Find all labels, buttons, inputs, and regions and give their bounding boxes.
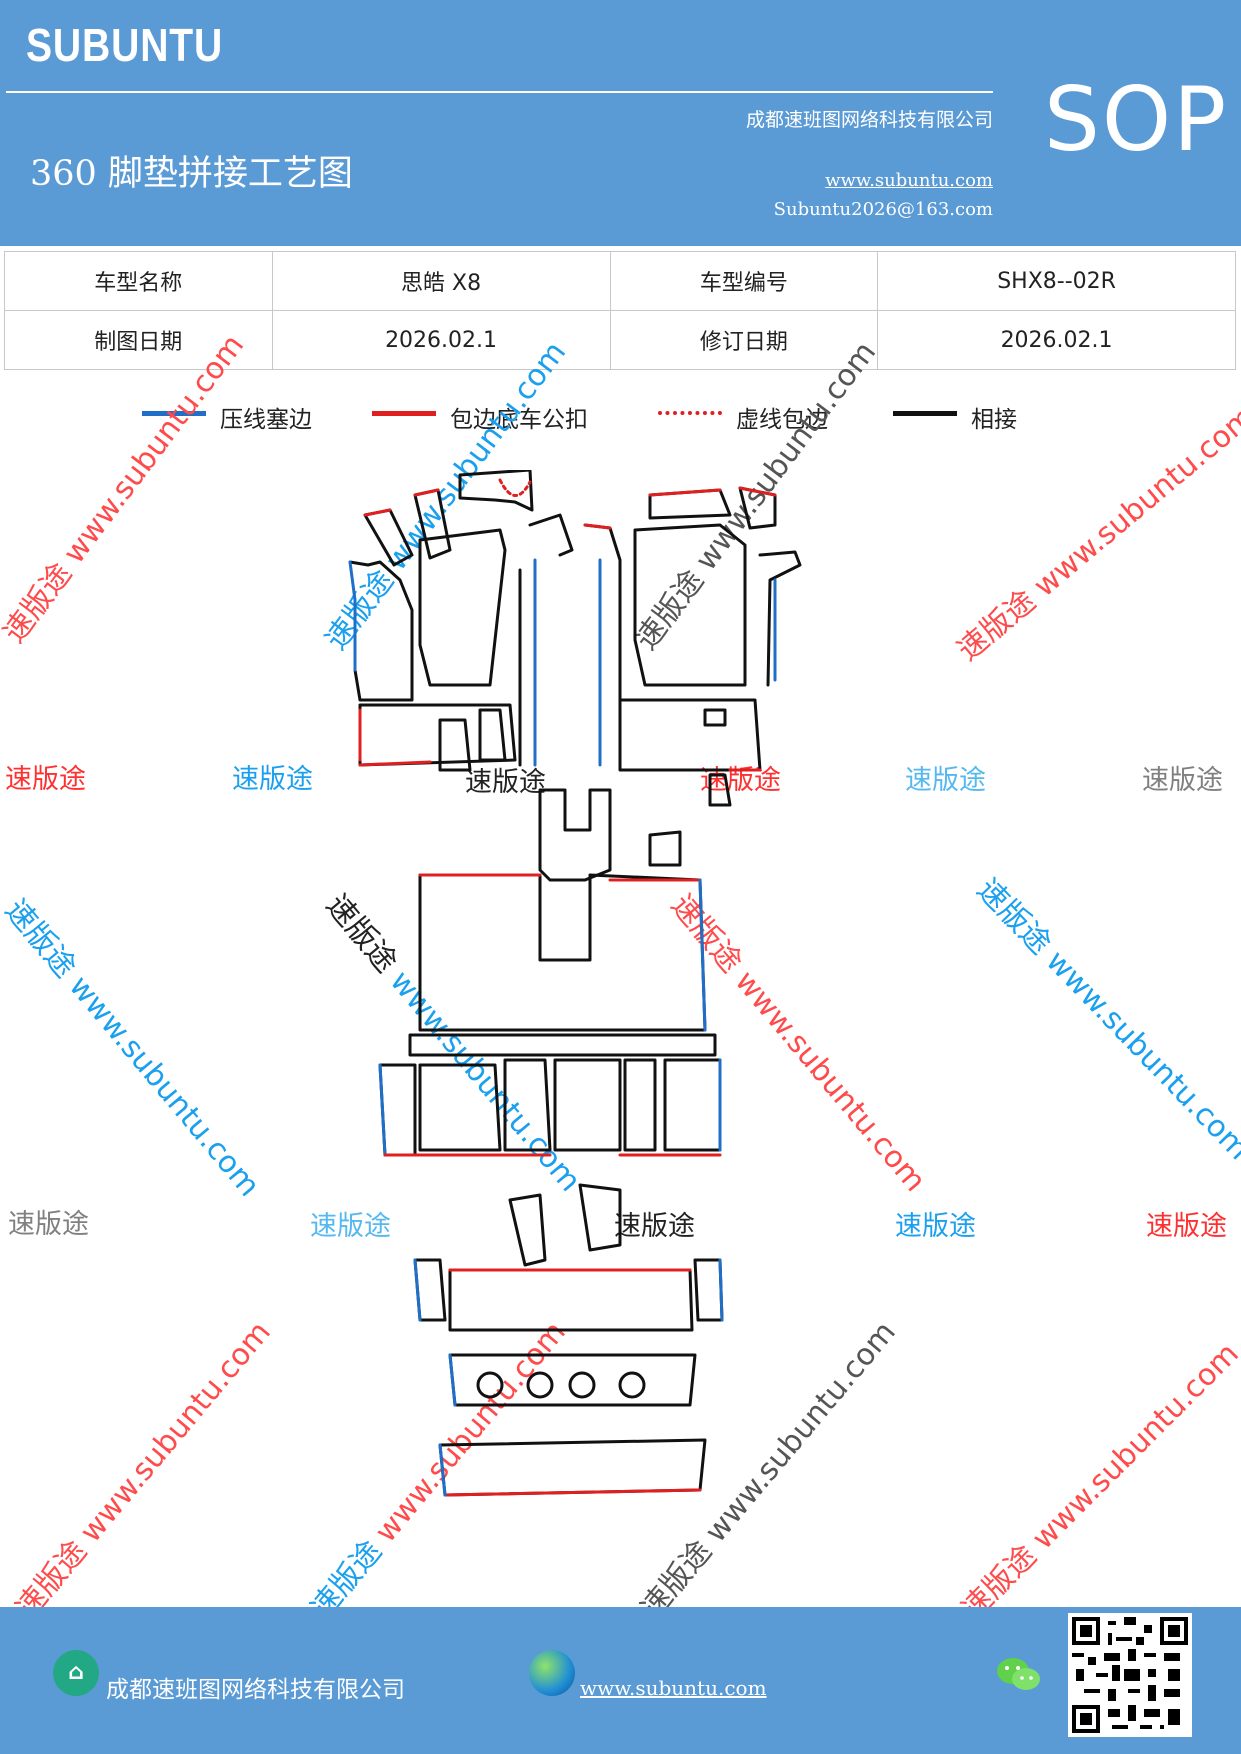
model-name-value: 思皓 X8 [271,251,611,311]
legend-swatch [893,411,957,416]
qr-code-graphic [1072,1617,1188,1733]
watermark-text: 速版途 [5,764,86,795]
legend-swatch [658,411,722,415]
drawing-date-label: 制图日期 [4,310,273,370]
legend-swatch [372,411,436,416]
globe-icon [529,1650,575,1696]
model-code-value: SHX8--02R [877,251,1236,311]
watermark-text: 速版途 [614,1211,695,1242]
model-code-label: 车型编号 [609,251,879,311]
legend-label: 相接 [971,407,1017,433]
info-table: 车型名称 思皓 X8 车型编号 SHX8--02R 制图日期 2026.02.1… [4,251,1236,370]
watermark-text: 速版途 [232,764,313,795]
legend-label: 压线塞边 [220,407,312,433]
watermark-diagonal: 速版途 www.subuntu.com [969,872,1241,1168]
footer-company: 成都速班图网络科技有限公司 [106,1677,405,1703]
wechat-icon[interactable] [996,1655,1042,1695]
floor-mat-diagram [348,470,802,1497]
middle-mat [378,788,722,1157]
revision-date-label: 修订日期 [609,310,879,370]
table-row: 车型名称 思皓 X8 车型编号 SHX8--02R [4,251,1236,311]
header-banner: SUBUNTU 成都速班图网络科技有限公司 360 脚垫拼接工艺图 www.su… [0,0,1241,246]
legend-swatch [142,411,206,416]
watermark-text: 速版途 [1142,765,1223,796]
watermark-diagonal: 速版途 www.subuntu.com [951,399,1241,669]
footer-url-link[interactable]: www.subuntu.com [580,1676,767,1700]
revision-date-value: 2026.02.1 [877,310,1236,370]
qr-code [1068,1613,1192,1737]
header-company: 成都速班图网络科技有限公司 [745,109,993,131]
model-name-label: 车型名称 [4,251,273,311]
watermark-text: 速版途 [8,1209,89,1240]
watermark-diagonal: 速版途 www.subuntu.com [955,1336,1241,1627]
watermark-diagonal: 速版途 www.subuntu.com [0,893,267,1204]
watermark-text: 速版途 [905,765,986,796]
watermark-text: 速版途 [310,1211,391,1242]
rear-mat [413,1183,724,1497]
front-left-mat [348,470,574,772]
front-right-mat [583,486,802,807]
header-divider [6,91,993,93]
drawing-date-value: 2026.02.1 [271,310,611,370]
watermark-text: 速版途 [895,1211,976,1242]
watermark-text: 速版途 [465,767,546,798]
page-title: 360 脚垫拼接工艺图 [30,154,353,194]
header-email[interactable]: Subuntu2026@163.com [773,199,993,220]
legend-label: 虚线包边 [736,407,828,433]
legend-label: 包边底车公扣 [450,407,588,433]
brand-logo: SUBUNTU [26,19,224,71]
header-url-link[interactable]: www.subuntu.com [825,170,993,191]
building-icon: ⌂ [53,1650,99,1696]
sop-badge: SOP [1044,68,1229,171]
watermark-diagonal: 速版途 www.subuntu.com [0,328,252,650]
watermark-diagonal: 速版途 www.subuntu.com [9,1314,278,1626]
watermark-text: 速版途 [1146,1211,1227,1242]
table-row: 制图日期 2026.02.1 修订日期 2026.02.1 [4,310,1236,370]
